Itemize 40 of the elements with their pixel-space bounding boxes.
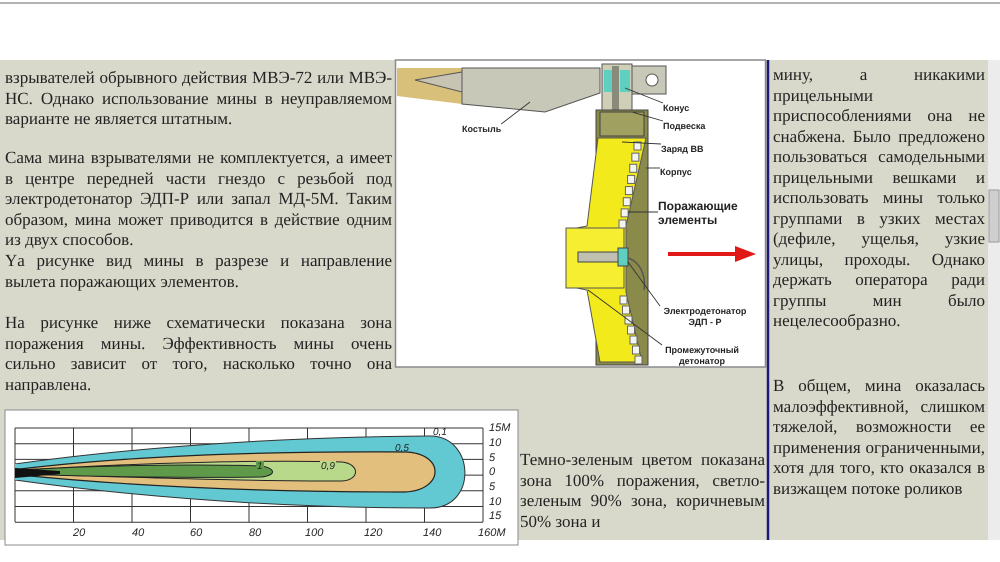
callout-label: Заряд ВВ [661,144,704,155]
contour-label: 1 [256,461,264,472]
axis-tick-label: 140 [423,527,442,539]
paragraph: взрывателей обрывного действия МВЭ-72 или МВЭ-НС. Однако использование мины в неуправляемом варианте не является штатным. [5,68,392,130]
callout-label: Корпус [660,167,692,178]
paragraph: Yа рисунке вид мины в разрезе и направление вылета поражающих элементов. [5,251,392,292]
leader-line [500,102,530,124]
leader-line [588,290,662,346]
axis-tick-label: 100 [305,527,324,539]
callout-label: Подвеска [663,121,706,132]
leader-line [628,262,660,306]
axis-tick-label: 15М [489,422,510,434]
axis-tick-label: 20 [73,527,86,539]
axis-tick-label: 60 [190,527,202,539]
axis-tick-label: 15 [489,510,502,522]
paragraph: мину, а никакими прицельными приспособлениями она не снабжена. Было предложено пользоваться самодельными прицельными вешками и использовать мины только группами в узких местах (дефиле, ущелья, узкие улицы, проходы. Однако держать оператора ради группы мин было нецелесообразно. [773,65,985,332]
axis-tick-label: 40 [132,527,144,539]
contour-label: 0,9 [320,461,336,472]
paragraph: На рисунке ниже схематически показана зона поражения мины. Эффективность мины очень сильно зависит от того, насколько точно она направлена. [5,313,392,395]
axis-tick-label: 80 [249,527,262,539]
axis-tick-label: 10 [489,437,502,449]
axis-tick-label: 0 [489,466,496,478]
leader-line [632,112,664,122]
contour-label: 0,1 [433,427,447,438]
callout-label: Промежуточный детонатор [662,345,742,367]
leader-line [622,142,662,144]
contour-label: 0,5 [395,443,409,454]
callout-label: Электродетонатор ЭДП - Р [660,306,750,328]
axis-tick-label: 5 [489,481,496,493]
callout-label: Костыль [462,124,502,135]
axis-tick-label: 5 [489,452,496,464]
chart-description-paragraph: Темно-зеленым цветом показана зона 100% поражения, светло- зеленым 90% зона, коричневым 50% зона и [520,450,765,532]
paragraph: Сама мина взрывателями не комплектуется, а имеет в центре передней части гнездо с резьбой под электродетонатор ЭДП-Р или запал МД-5М. Таким образом, мина может приводится в действие одним из двух способов. [5,148,392,250]
leader-line [624,88,664,104]
axis-tick-label: 160М [478,527,506,539]
axis-tick-label: 10 [489,496,502,508]
callout-label: Конус [663,103,690,114]
paragraph: В общем, мина оказалась малоэффективной, слишком тяжелой, возможности ее применения ограниченными, хотя для того, кто оказался в визжащем потоке роликов [773,376,985,499]
callout-label: Поражающие элементы [658,199,768,227]
axis-tick-label: 120 [364,527,382,539]
